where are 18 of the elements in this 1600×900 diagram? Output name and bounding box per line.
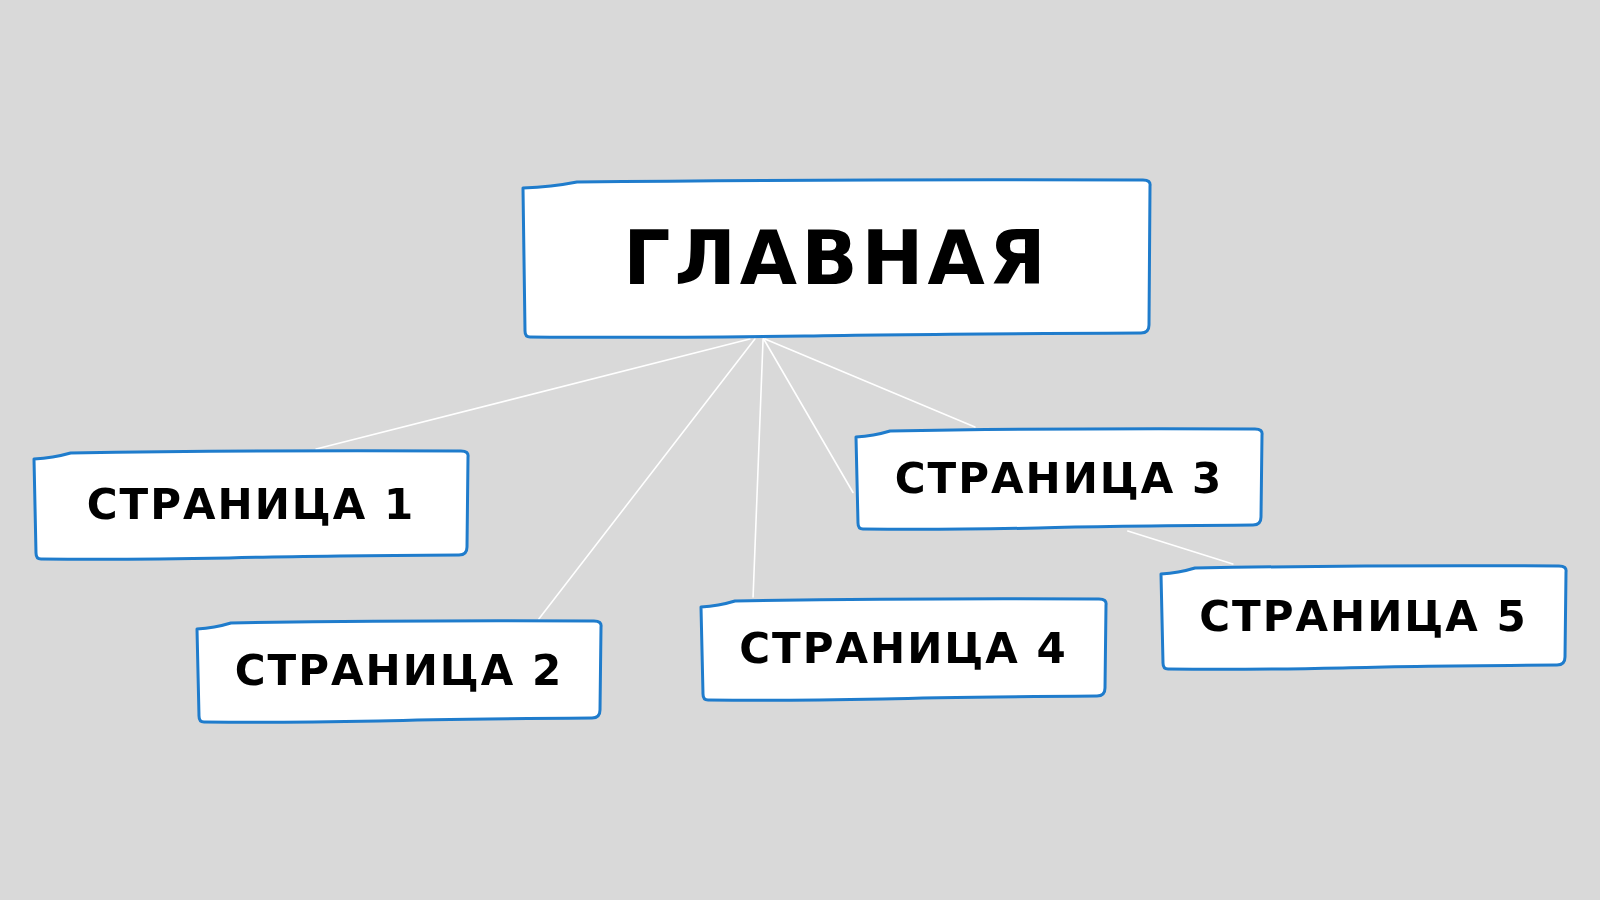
page-box [31, 449, 471, 561]
connector-line [538, 338, 756, 620]
box-label: ГЛАВНАЯ [623, 215, 1050, 302]
connector-line [315, 338, 751, 450]
connector-line [762, 338, 854, 494]
box-label: СТРАНИЦА 1 [86, 480, 416, 530]
home-box [520, 178, 1153, 339]
box-label: СТРАНИЦА 4 [739, 625, 1068, 674]
box-label: СТРАНИЦА 3 [894, 454, 1224, 504]
box-label: СТРАНИЦА 2 [234, 647, 564, 696]
page-box [698, 597, 1109, 702]
box-label: СТРАНИЦА 5 [1199, 593, 1528, 642]
connector-line [1127, 530, 1234, 565]
page-box [194, 619, 604, 724]
page-box [1158, 564, 1569, 671]
connector-line [752, 338, 764, 598]
connector-line [764, 338, 976, 428]
page-box [853, 427, 1265, 531]
